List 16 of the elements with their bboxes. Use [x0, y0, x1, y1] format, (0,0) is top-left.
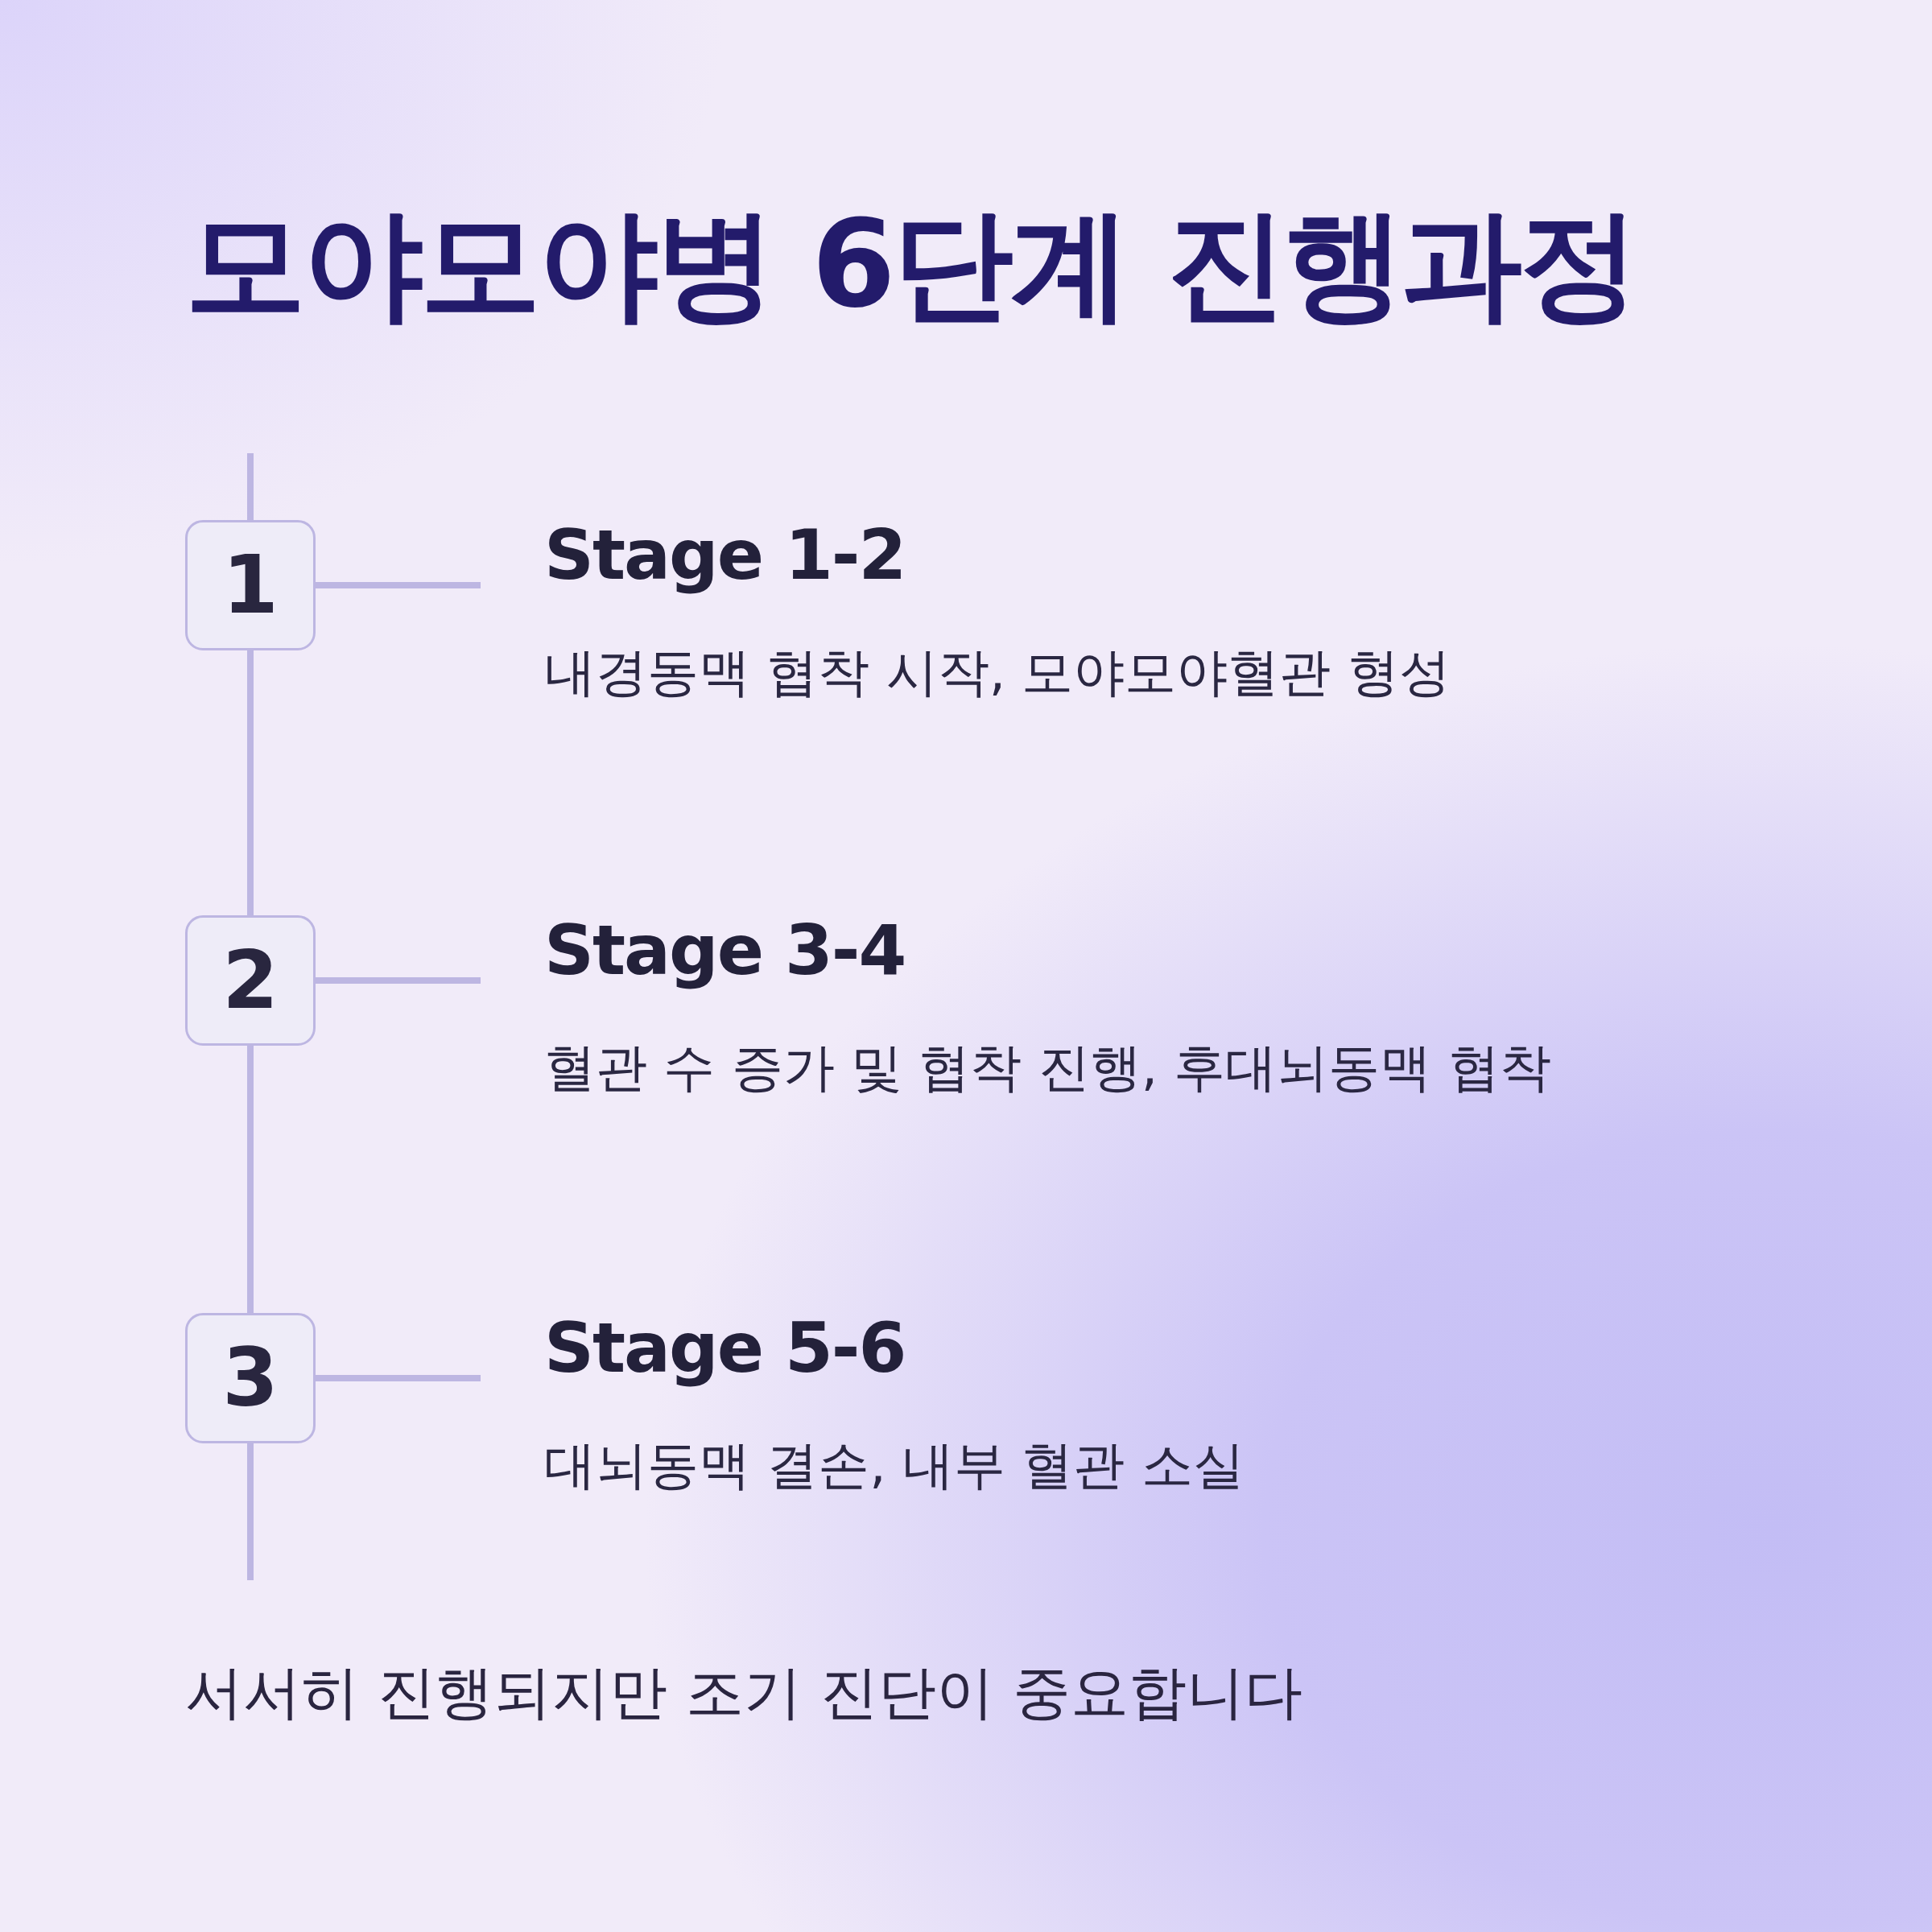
step-number-box	[185, 915, 316, 1046]
stage-heading: Stage 3-4	[544, 910, 906, 990]
step-number: 3	[222, 1338, 279, 1418]
stage-description: 혈관 수 증가 및 협착 진행, 후대뇌동맥 협착	[544, 1038, 1551, 1098]
stage-heading: Stage 5-6	[544, 1308, 906, 1388]
title: 모야모야병 6단계 진행과정	[185, 193, 1637, 336]
stage-heading: Stage 1-2	[544, 515, 906, 595]
step-number-box	[185, 1313, 316, 1443]
footer-note: 서서히 진행되지만 조기 진단이 중요합니다	[185, 1657, 1302, 1728]
step-number: 1	[222, 545, 279, 625]
stage-description: 내경동맥 협착 시작, 모야모야혈관 형성	[544, 642, 1451, 703]
step-number: 2	[222, 940, 279, 1021]
step-number-box	[185, 520, 316, 650]
stage-description: 대뇌동맥 결손, 내부 혈관 소실	[544, 1435, 1245, 1496]
connector-line	[247, 1046, 254, 1313]
connector-line	[247, 650, 254, 915]
